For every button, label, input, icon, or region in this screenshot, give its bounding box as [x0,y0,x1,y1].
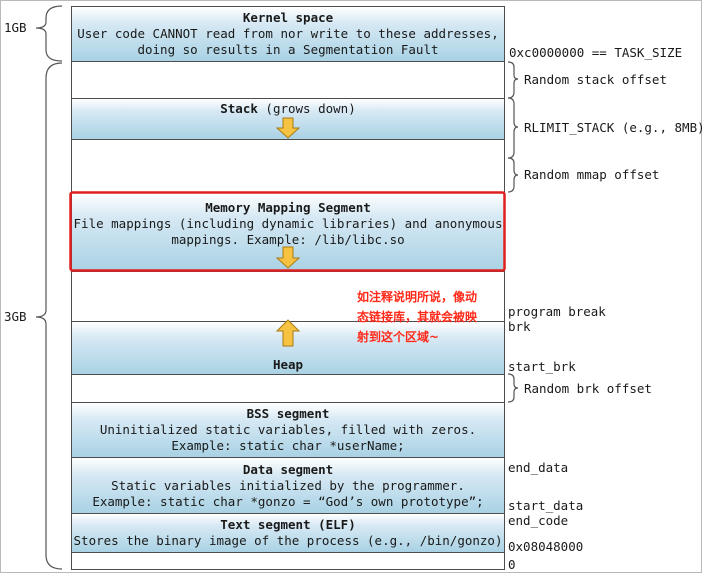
random-stack-offset-label: Random stack offset [524,72,667,87]
brace-random-mmap [507,157,519,193]
brace-random-stack [507,61,519,99]
mmap-grow-arrow [275,246,301,269]
mmap-line1: File mappings (including dynamic librari… [73,216,503,231]
brace-random-brk [507,373,519,403]
label-3gb: 3GB [4,309,27,324]
annotation-line3: 射到这个区域~ [357,330,440,344]
bss-line1: Uninitialized static variables, filled w… [99,422,477,437]
start-data-label: start_data [508,498,584,513]
kernel-space-title: Kernel space [242,10,334,25]
bss-line2: Example: static char *userName; [171,438,405,453]
text-line1: Stores the binary image of the process (… [73,533,503,548]
stack-grow-arrow [275,117,301,139]
stack-title: Stack [220,101,258,116]
brace-1gb [35,5,63,62]
data-segment: Data segment Static variables initialize… [71,457,505,514]
address-zero-label: 0 [508,557,516,572]
program-break-label: program break [508,304,606,319]
bss-segment: BSS segment Uninitialized static variabl… [71,402,505,458]
data-line1: Static variables initialized by the prog… [111,478,465,493]
bss-title: BSS segment [246,406,330,421]
task-size-label: 0xc0000000 == TASK_SIZE [509,45,683,60]
random-mmap-gap [71,139,505,193]
chinese-annotation: 如注释说明所说，像动 态链接库，其就会被映 射到这个区域~ [357,287,505,347]
start-brk-label: start_brk [508,359,576,374]
end-data-label: end_data [508,460,569,475]
annotation-line2: 态链接库，其就会被映 [357,310,478,324]
text-title: Text segment (ELF) [220,517,356,532]
kernel-space-line1: User code CANNOT read from nor write to … [77,26,499,41]
kernel-space-line2: doing so results in a Segmentation Fault [137,42,439,57]
random-stack-gap [71,61,505,99]
kernel-space-segment: Kernel space User code CANNOT read from … [71,6,505,62]
brk-label: brk [508,319,531,334]
mmap-title: Memory Mapping Segment [205,200,371,215]
mmap-highlight-box [69,191,506,272]
label-1gb: 1GB [4,20,27,35]
text-start-address-label: 0x08048000 [508,539,584,554]
random-mmap-offset-label: Random mmap offset [524,167,660,182]
stack-subtitle: (grows down) [257,101,356,116]
bottom-gap [71,552,505,570]
random-brk-offset-label: Random brk offset [524,381,652,396]
data-title: Data segment [242,462,334,477]
data-line2: Example: static char *gonzo = “God’s own… [92,494,484,509]
rlimit-stack-label: RLIMIT_STACK (e.g., 8MB) [524,120,702,135]
heap-grow-arrow [275,319,301,347]
brace-rlimit-stack [507,97,519,159]
heap-title: Heap [272,357,304,372]
end-code-label: end_code [508,513,569,528]
annotation-line1: 如注释说明所说，像动 [357,290,478,304]
stack-heading: Stack (grows down) [72,101,504,117]
mmap-line2: mappings. Example: /lib/libc.so [171,232,405,247]
brace-3gb [35,62,63,570]
